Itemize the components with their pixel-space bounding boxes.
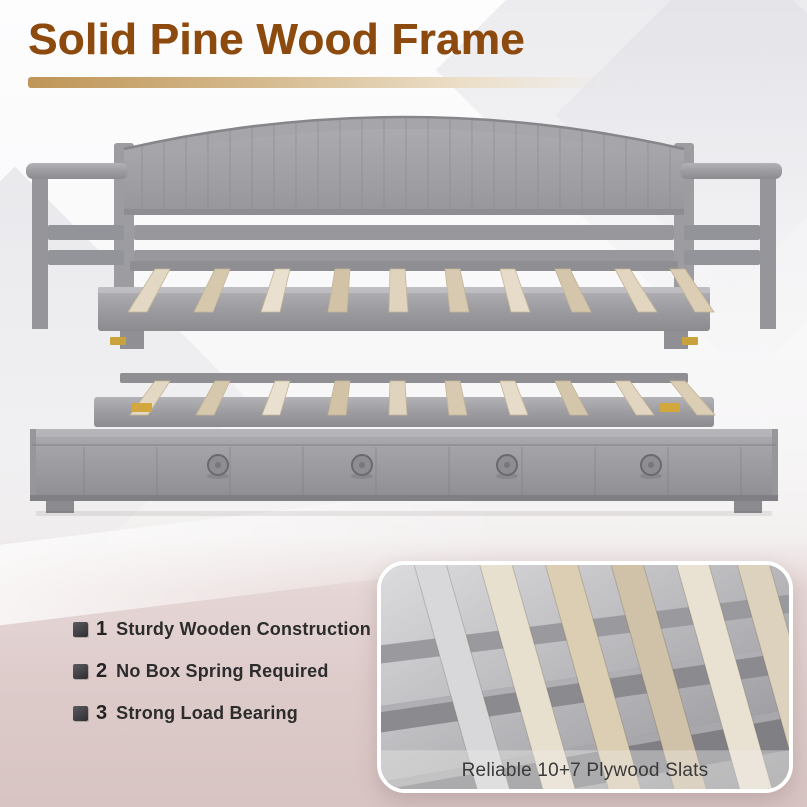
slats-detail-inset: Reliable 10+7 Plywood Slats bbox=[377, 561, 793, 793]
main-frame-legs bbox=[110, 331, 698, 349]
left-armrest bbox=[26, 163, 128, 329]
trundle-drawer-front bbox=[30, 429, 778, 516]
trundle-slats bbox=[129, 380, 716, 416]
headboard bbox=[114, 115, 694, 329]
drawer-knobs bbox=[207, 454, 662, 479]
feature-item: 1 Sturdy Wooden Construction bbox=[73, 618, 371, 641]
feature-number: 3 bbox=[96, 702, 108, 724]
feature-number: 2 bbox=[96, 660, 108, 682]
feature-number: 1 bbox=[96, 618, 108, 640]
inset-plywood-slats bbox=[413, 565, 789, 789]
feature-item: 2 No Box Spring Required bbox=[73, 660, 371, 683]
feature-label: Strong Load Bearing bbox=[116, 703, 298, 723]
bed-slats bbox=[127, 268, 715, 313]
title-accent-bar bbox=[28, 77, 612, 88]
daybed-product-image bbox=[24, 97, 784, 521]
right-armrest bbox=[680, 163, 782, 329]
number-cube-icon bbox=[73, 622, 88, 637]
page-title: Solid Pine Wood Frame bbox=[28, 15, 525, 64]
feature-list: 1 Sturdy Wooden Construction 2 No Box Sp… bbox=[73, 618, 371, 744]
daybed-illustration bbox=[26, 115, 782, 516]
feature-item: 3 Strong Load Bearing bbox=[73, 702, 371, 725]
inset-caption: Reliable 10+7 Plywood Slats bbox=[461, 760, 709, 781]
trundle-hinges bbox=[132, 403, 680, 412]
feature-label: Sturdy Wooden Construction bbox=[116, 619, 371, 639]
number-cube-icon bbox=[73, 706, 88, 721]
feature-label: No Box Spring Required bbox=[116, 661, 329, 681]
number-cube-icon bbox=[73, 664, 88, 679]
slats-detail-image bbox=[381, 565, 789, 789]
